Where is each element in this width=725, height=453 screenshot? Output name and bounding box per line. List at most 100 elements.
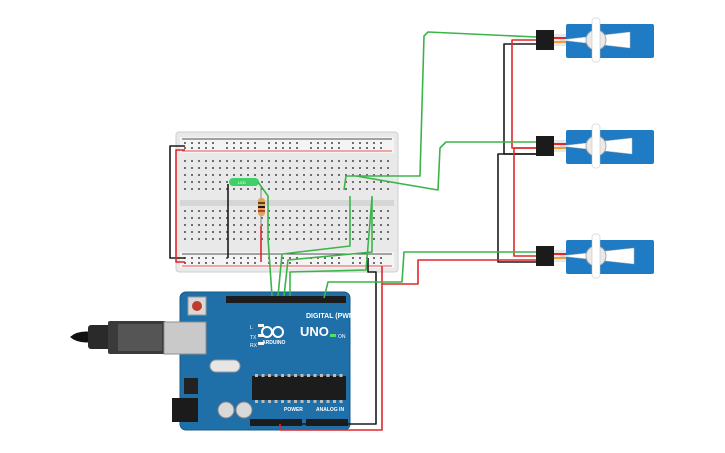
breadboard-hole xyxy=(338,262,340,264)
breadboard-hole xyxy=(240,147,242,149)
breadboard-hole xyxy=(275,210,277,212)
servo-1[interactable] xyxy=(536,17,654,63)
breadboard-hole xyxy=(247,174,249,176)
breadboard-hole xyxy=(240,224,242,226)
breadboard-hole xyxy=(380,210,382,212)
breadboard-hole xyxy=(317,238,319,240)
breadboard-hole xyxy=(310,181,312,183)
breadboard-hole xyxy=(366,231,368,233)
breadboard-hole xyxy=(226,257,228,259)
breadboard-hole xyxy=(233,257,235,259)
breadboard-hole xyxy=(247,147,249,149)
chip-pin xyxy=(287,400,291,403)
breadboard-hole xyxy=(226,217,228,219)
breadboard-hole xyxy=(191,188,193,190)
arduino-uno-board[interactable]: DIGITAL (PWM~) UNO ARDUINO L TX RX ON PO… xyxy=(70,291,361,431)
breadboard-hole xyxy=(366,142,368,144)
led-component[interactable]: LED xyxy=(229,178,259,186)
breadboard-hole xyxy=(282,160,284,162)
breadboard-hole xyxy=(303,181,305,183)
breadboard-hole xyxy=(226,167,228,169)
chip-pin xyxy=(294,374,297,377)
breadboard-hole xyxy=(317,174,319,176)
breadboard-hole xyxy=(352,181,354,183)
breadboard-hole xyxy=(198,257,200,259)
breadboard-hole xyxy=(317,210,319,212)
breadboard-hole xyxy=(275,174,277,176)
breadboard-hole xyxy=(212,160,214,162)
breadboard-hole xyxy=(338,238,340,240)
breadboard-hole xyxy=(240,257,242,259)
breadboard-hole xyxy=(373,147,375,149)
power-header xyxy=(250,419,302,426)
breadboard-hole xyxy=(331,174,333,176)
chip-pin xyxy=(313,374,317,377)
breadboard-hole xyxy=(198,238,200,240)
breadboard-hole xyxy=(366,181,368,183)
chip-pin xyxy=(255,400,258,403)
breadboard-hole xyxy=(310,167,312,169)
breadboard-hole xyxy=(373,217,375,219)
servo-leads xyxy=(554,37,566,259)
breadboard-hole xyxy=(184,167,186,169)
breadboard-hole xyxy=(380,238,382,240)
breadboard-hole xyxy=(310,210,312,212)
breadboard-hole xyxy=(310,238,312,240)
breadboard-hole xyxy=(275,147,277,149)
breadboard-hole xyxy=(282,188,284,190)
breadboard-hole xyxy=(226,210,228,212)
breadboard-hole xyxy=(268,224,270,226)
breadboard-hole xyxy=(352,147,354,149)
breadboard-hole xyxy=(282,238,284,240)
breadboard-hole xyxy=(212,167,214,169)
capacitor-1 xyxy=(217,401,235,419)
breadboard-hole xyxy=(359,257,361,259)
breadboard-hole xyxy=(275,257,277,259)
breadboard-hole xyxy=(240,160,242,162)
breadboard-hole xyxy=(366,188,368,190)
arduino-brand-label: ARDUINO xyxy=(262,340,285,346)
breadboard-hole xyxy=(275,224,277,226)
resistor-component[interactable] xyxy=(258,186,265,226)
breadboard-hole xyxy=(191,147,193,149)
breadboard-hole xyxy=(226,262,228,264)
breadboard-hole xyxy=(233,238,235,240)
breadboard-hole xyxy=(247,231,249,233)
breadboard-hole xyxy=(310,160,312,162)
breadboard-hole xyxy=(317,167,319,169)
breadboard-hole xyxy=(338,142,340,144)
breadboard-hole xyxy=(191,167,193,169)
breadboard-hole xyxy=(345,160,347,162)
breadboard-hole xyxy=(373,210,375,212)
breadboard-hole xyxy=(366,224,368,226)
breadboard-hole xyxy=(296,147,298,149)
chip-pin xyxy=(261,374,265,377)
breadboard-hole xyxy=(345,224,347,226)
servo-2[interactable] xyxy=(536,123,654,169)
ground-wire-servo2 xyxy=(497,153,536,263)
breadboard-hole xyxy=(254,142,256,144)
breadboard-hole xyxy=(303,224,305,226)
breadboard-hole xyxy=(184,231,186,233)
arduino-model-label: UNO xyxy=(300,324,329,339)
breadboard-hole xyxy=(296,142,298,144)
breadboard-hole xyxy=(331,238,333,240)
breadboard-hole xyxy=(296,167,298,169)
breadboard-hole xyxy=(282,142,284,144)
servo-3[interactable] xyxy=(536,233,654,279)
breadboard-hole xyxy=(352,224,354,226)
chip-pin xyxy=(274,400,278,403)
breadboard-hole xyxy=(275,167,277,169)
breadboard-hole xyxy=(254,174,256,176)
breadboard-hole xyxy=(261,217,263,219)
breadboard-hole xyxy=(254,238,256,240)
breadboard[interactable] xyxy=(175,131,399,273)
breadboard-hole xyxy=(387,174,389,176)
breadboard-hole xyxy=(282,224,284,226)
breadboard-hole xyxy=(352,160,354,162)
breadboard-hole xyxy=(261,224,263,226)
breadboard-hole xyxy=(289,262,291,264)
breadboard-hole xyxy=(268,167,270,169)
breadboard-hole xyxy=(275,217,277,219)
breadboard-hole xyxy=(387,231,389,233)
